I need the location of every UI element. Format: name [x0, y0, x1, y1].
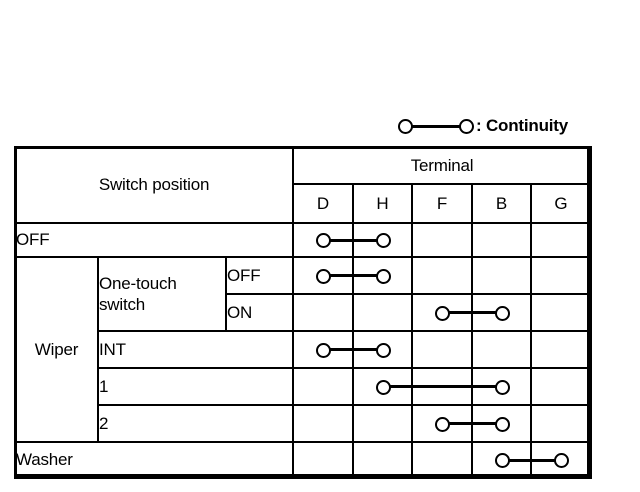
- row-state-label-onetouch-on: ON: [224, 293, 295, 332]
- cell-onetouch-off-g: [530, 256, 593, 295]
- cell-onetouch-off-d: [292, 256, 384, 295]
- continuity-node: [316, 342, 332, 358]
- table-header-row-2: D H F B G: [15, 183, 593, 224]
- table-row-washer: Washer: [13, 441, 593, 479]
- cell-int-b: [471, 330, 533, 369]
- continuity-link: [382, 385, 502, 388]
- continuity-symbol: [398, 117, 474, 135]
- row-state-label-onetouch-off: OFF: [224, 256, 295, 295]
- row-sub-label-2: 2: [96, 404, 295, 443]
- cell-off-d: [292, 222, 384, 258]
- continuity-node: [435, 416, 451, 432]
- continuity-link: [323, 274, 384, 277]
- cell-onetouch-off-h: [352, 256, 414, 295]
- continuity-link: [442, 311, 503, 314]
- table-header-row-1: Switch position Terminal: [13, 146, 593, 224]
- header-terminal: Terminal: [292, 146, 593, 185]
- continuity-node: [494, 416, 510, 432]
- row-label-washer: Washer: [13, 441, 295, 479]
- continuity-node: [316, 268, 332, 284]
- cell-washer-d: [292, 441, 355, 479]
- continuity-link: [501, 458, 562, 462]
- column-header-b: B: [471, 183, 533, 224]
- cell-onetouch-off-f: [411, 256, 474, 295]
- cell-int-f: [411, 330, 474, 369]
- continuity-node: [494, 305, 510, 321]
- table-row-onetouch-off: Wiper One-touch switch OFF: [14, 256, 593, 443]
- cell-2-f: [411, 404, 503, 443]
- table-row-2: 2: [15, 404, 593, 443]
- continuity-node: [435, 305, 451, 321]
- table-row-onetouch-on: ON: [15, 293, 593, 332]
- column-header-d: D: [292, 183, 355, 224]
- cell-onetouch-on-d: [292, 293, 355, 332]
- row-sub-label-int: INT: [96, 330, 295, 369]
- row-sub-label-one-touch-switch: One-touch switch: [97, 256, 227, 332]
- cell-washer-g: [530, 441, 593, 479]
- switch-continuity-table: Switch position Terminal D H F B G OFF: [13, 146, 593, 479]
- cell-1-d: [292, 367, 355, 406]
- table-row-off: OFF: [13, 222, 593, 258]
- continuity-node: [375, 342, 391, 358]
- continuity-node: [316, 233, 332, 248]
- cell-off-b: [471, 222, 533, 258]
- row-sub-label-1: 1: [96, 367, 295, 406]
- table-outer-frame: [14, 146, 590, 477]
- row-label-off: OFF: [13, 222, 295, 258]
- continuity-node: [375, 268, 391, 284]
- table-row-1: 1: [15, 367, 593, 406]
- cell-1-g: [530, 367, 593, 406]
- continuity-legend: : Continuity: [398, 113, 568, 139]
- cell-onetouch-on-g: [530, 293, 593, 332]
- cell-2-d: [292, 404, 355, 443]
- column-header-h: H: [352, 183, 414, 224]
- cell-onetouch-off-b: [471, 256, 533, 295]
- cell-washer-f: [411, 441, 474, 479]
- cell-1-h: [352, 367, 502, 406]
- column-header-g: G: [530, 183, 593, 224]
- continuity-symbol-node-left: [398, 119, 413, 134]
- cell-washer-b: [471, 441, 562, 479]
- cell-onetouch-on-h: [352, 293, 414, 332]
- continuity-link: [323, 238, 384, 242]
- cell-int-g: [530, 330, 593, 369]
- continuity-link: [323, 348, 384, 351]
- cell-2-g: [530, 404, 593, 443]
- cell-off-g: [530, 222, 593, 258]
- column-header-f: F: [411, 183, 474, 224]
- cell-onetouch-on-f: [411, 293, 503, 332]
- continuity-legend-label: : Continuity: [476, 116, 569, 135]
- continuity-node: [375, 379, 391, 395]
- continuity-node: [375, 233, 391, 248]
- continuity-node: [494, 379, 510, 395]
- continuity-symbol-line: [411, 125, 461, 128]
- continuity-link: [442, 422, 503, 425]
- cell-off-h: [352, 222, 414, 258]
- row-group-label-wiper: Wiper: [14, 256, 99, 443]
- continuity-node: [554, 453, 570, 468]
- continuity-symbol-node-right: [459, 119, 474, 134]
- cell-int-d: [292, 330, 384, 369]
- cell-off-f: [411, 222, 474, 258]
- table-row-int: INT: [15, 330, 593, 369]
- cell-2-h: [352, 404, 414, 443]
- continuity-node: [494, 453, 510, 468]
- cell-washer-h: [352, 441, 414, 479]
